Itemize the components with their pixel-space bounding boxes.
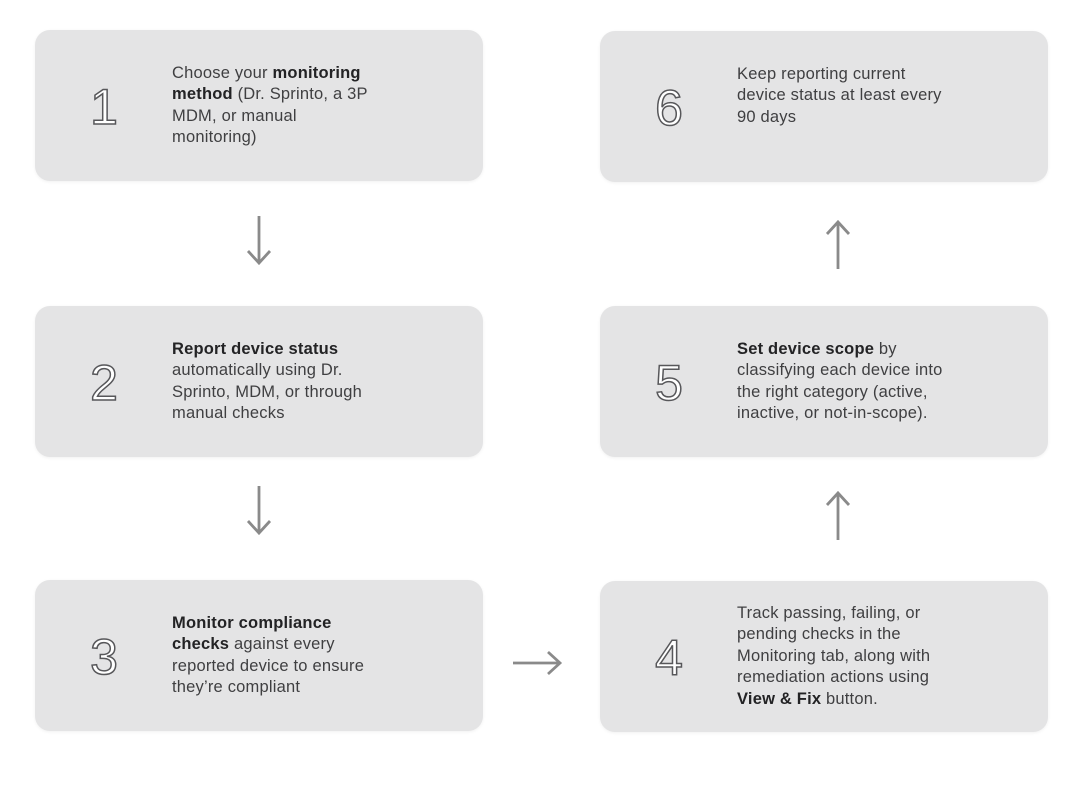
arrow-step1-to-step2 [245,215,273,271]
up-arrow-icon [825,490,851,540]
step-2-description: Report device status automatically using… [172,339,363,423]
outlined-number-4: 4 [654,629,683,685]
step-3-box: 3 Monitor compliance checks against ever… [35,580,483,731]
svg-text:3: 3 [90,629,118,684]
up-arrow-icon [825,219,851,269]
step-6-box: 6 Keep reporting current device status a… [600,31,1048,182]
svg-text:1: 1 [90,79,118,134]
arrow-step2-to-step3 [245,485,273,541]
step-5-description: Set device scope by classifying each dev… [737,339,943,423]
step-5-box: 5 Set device scope by classifying each d… [600,306,1048,457]
step-3-number: 3 [35,580,172,731]
down-arrow-icon [246,486,272,536]
arrow-step3-to-step4 [512,649,568,677]
right-arrow-icon [513,650,563,676]
step-1-number: 1 [35,30,172,181]
step-4-description: Track passing, failing, or pending check… [737,603,931,708]
outlined-number-1: 1 [89,78,118,134]
step-6-number: 6 [600,31,737,182]
svg-text:2: 2 [90,355,118,410]
step-5-number: 5 [600,306,737,457]
step-4-number: 4 [600,581,737,732]
svg-text:5: 5 [655,355,683,410]
step-3-description: Monitor compliance checks against every … [172,613,365,697]
step-1-box: 1 Choose your monitoring method (Dr. Spr… [35,30,483,181]
outlined-number-3: 3 [89,628,118,684]
step-2-box: 2 Report device status automatically usi… [35,306,483,457]
down-arrow-icon [246,216,272,266]
step-4-box: 4 Track passing, failing, or pending che… [600,581,1048,732]
step-6-description: Keep reporting current device status at … [737,64,942,126]
step-2-number: 2 [35,306,172,457]
outlined-number-2: 2 [89,354,118,410]
arrow-step5-to-step6 [824,214,852,270]
svg-text:6: 6 [655,80,683,135]
outlined-number-5: 5 [654,354,683,410]
arrow-step4-to-step5 [824,485,852,541]
step-1-description: Choose your monitoring method (Dr. Sprin… [172,63,368,147]
outlined-number-6: 6 [654,79,683,135]
svg-text:4: 4 [655,630,683,685]
